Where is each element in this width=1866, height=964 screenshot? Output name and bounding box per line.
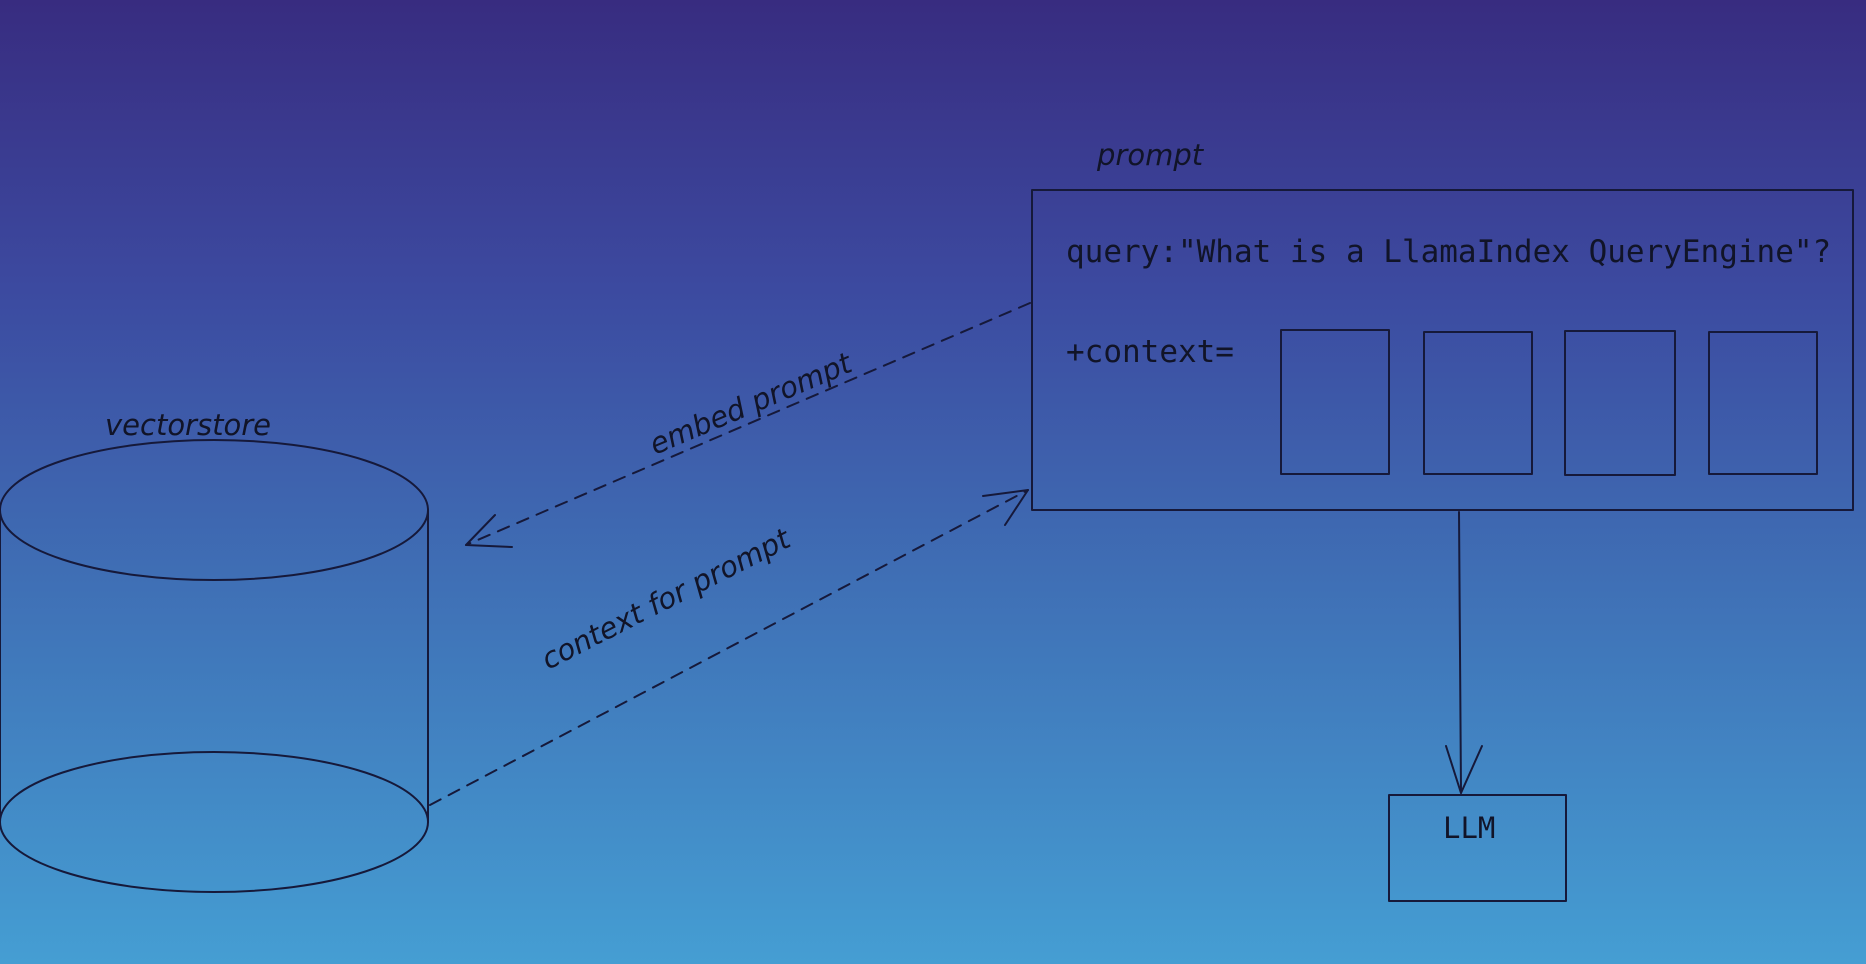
- cylinder-bottom-ellipse: [0, 751, 429, 893]
- context-for-prompt-label: context for prompt: [536, 521, 797, 677]
- embed-prompt-label: embed prompt: [644, 345, 858, 461]
- arrowhead-to-prompt: [982, 489, 1029, 526]
- llm-box: [1388, 794, 1567, 902]
- arrowhead-to-vectorstore: [465, 514, 513, 548]
- llm-label: LLM: [1443, 811, 1495, 845]
- arrowhead-to-llm: [1445, 745, 1483, 794]
- context-slot-1: [1280, 329, 1390, 475]
- vectorstore-label: vectorstore: [105, 408, 271, 442]
- context-slot-2: [1423, 331, 1533, 475]
- prompt-box: [1031, 189, 1854, 511]
- query-text: query:"What is a LlamaIndex QueryEngine"…: [1066, 234, 1831, 270]
- context-label: +context=: [1066, 334, 1234, 370]
- context-slot-4: [1708, 331, 1818, 475]
- embed-prompt-arrow: [465, 302, 1031, 548]
- context-for-prompt-arrow: [429, 489, 1029, 806]
- vectorstore-cylinder: [0, 439, 429, 893]
- context-slot-3: [1564, 330, 1676, 476]
- prompt-label: prompt: [1096, 138, 1205, 172]
- prompt-to-llm-arrow: [1445, 511, 1483, 794]
- cylinder-top-ellipse: [0, 439, 429, 581]
